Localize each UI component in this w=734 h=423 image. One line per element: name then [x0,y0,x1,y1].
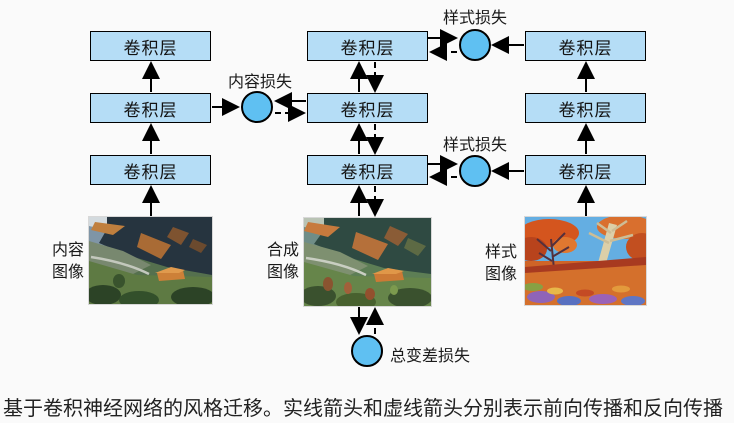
conv-layer-label: 卷积层 [340,38,395,58]
style-loss-node-top [459,29,491,61]
content-image [89,217,212,304]
conv-layer-box-right-2: 卷积层 [525,93,646,123]
conv-layer-box-left-3: 卷积层 [90,155,211,185]
conv-layer-label: 卷积层 [123,38,178,58]
figure-caption: 基于卷积神经网络的风格迁移。实线箭头和虚线箭头分别表示前向传播和反向传播 [3,398,723,420]
synthesized-image [304,218,431,306]
conv-layer-box-left-1: 卷积层 [90,31,211,61]
content-loss-node [241,91,273,123]
style-image [525,217,646,305]
conv-layer-label: 卷积层 [123,100,178,120]
content-loss-label: 内容损失 [227,74,293,91]
conv-layer-box-right-3: 卷积层 [525,155,646,185]
style-image-label: 样式 图像 [484,244,518,283]
conv-layer-box-left-2: 卷积层 [90,93,211,123]
conv-layer-label: 卷积层 [558,38,613,58]
conv-layer-box-middle-1: 卷积层 [307,31,428,61]
style-loss-node-bottom [459,155,491,187]
conv-layer-box-middle-3: 卷积层 [307,155,428,185]
style-loss-bottom-label: 样式损失 [442,137,508,154]
conv-layer-label: 卷积层 [558,100,613,120]
total-variation-loss-label: 总变差损失 [390,348,471,365]
conv-layer-label: 卷积层 [340,162,395,182]
style-loss-top-label: 样式损失 [442,10,508,27]
conv-layer-label: 卷积层 [340,100,395,120]
conv-layer-box-right-1: 卷积层 [525,31,646,61]
conv-layer-box-middle-2: 卷积层 [307,93,428,123]
conv-layer-label: 卷积层 [123,162,178,182]
synthesized-image-label: 合成 图像 [266,242,300,281]
total-variation-loss-node [351,335,383,367]
content-image-label: 内容 图像 [51,242,85,281]
conv-layer-label: 卷积层 [558,162,613,182]
